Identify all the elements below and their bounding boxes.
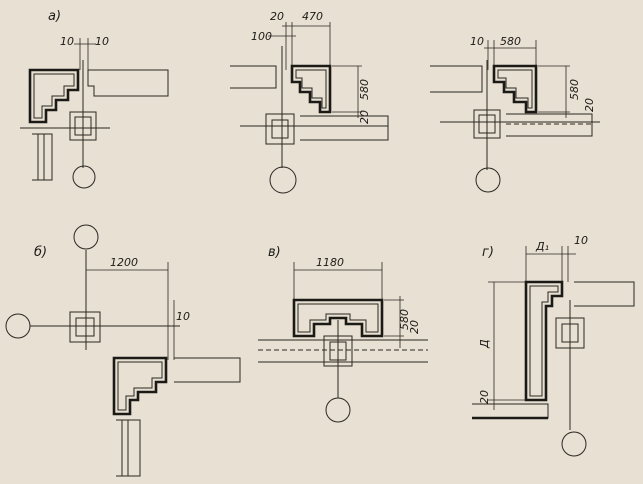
lower-panel-lines: [37, 134, 45, 180]
fig-a-1: а) 10 10: [20, 9, 169, 189]
fig-a-3: 10 580 580 20: [430, 35, 600, 193]
dim-g-10: 10: [574, 234, 588, 247]
corner-block: [112, 356, 168, 416]
axis-marker: [72, 165, 96, 189]
dim-a2-580: 580: [358, 79, 371, 100]
corner-block-inner: [497, 69, 533, 109]
floor-panel: [300, 115, 389, 141]
dim-a2-100: 100: [251, 30, 272, 43]
dim-a2-20b: 20: [358, 110, 371, 124]
axis-marker: [475, 167, 501, 193]
dim-a3-580: 580: [568, 79, 581, 100]
column-block-inner: [529, 285, 559, 397]
axis-marker: [269, 166, 297, 194]
corner-block: [492, 64, 538, 114]
dim-b-10: 10: [176, 310, 190, 323]
lower-panel-lines: [121, 420, 129, 476]
label-g: г): [482, 245, 494, 260]
dim-a1-right: 10: [95, 35, 109, 48]
wall-panel: [87, 69, 169, 97]
column-inner: [75, 317, 95, 337]
dim-g-d1: Д₁: [535, 240, 549, 253]
fig-a-2: 20 470 100 580 20: [230, 10, 389, 194]
column: [265, 113, 295, 145]
label-a: а): [48, 9, 61, 24]
label-b: б): [34, 245, 47, 260]
column: [69, 311, 101, 343]
axis-marker-left: [5, 313, 31, 339]
dim-g-d: Д: [478, 339, 491, 349]
label-v: в): [268, 245, 281, 260]
column-block: [524, 280, 564, 402]
lower-panel: [32, 133, 53, 181]
corner-block-inner: [33, 73, 75, 119]
wall-panel: [430, 65, 483, 93]
dim-v-580: 580: [398, 309, 411, 330]
corner-block-inner: [117, 361, 163, 411]
fig-v: в) 1180 580 20: [258, 245, 428, 423]
column-inner: [271, 119, 289, 139]
dim-b-1200: 1200: [110, 256, 138, 269]
wall-panel: [574, 281, 635, 307]
dim-a2-20: 20: [270, 10, 284, 23]
dim-v-20: 20: [408, 320, 421, 334]
base-slab: [472, 403, 549, 419]
axis-marker: [561, 431, 587, 457]
fig-g: г) Д₁ 10 Д 20: [472, 234, 635, 457]
corner-block: [290, 64, 332, 114]
dim-a3-20: 20: [583, 98, 596, 112]
beam-block: [292, 298, 384, 338]
floor-panel: [506, 113, 593, 137]
dim-a3-580top: 580: [500, 35, 521, 48]
corner-block: [28, 68, 80, 124]
corner-block-inner: [295, 69, 327, 109]
dim-g-20: 20: [478, 390, 491, 404]
axis-marker: [325, 397, 351, 423]
wall-panel: [174, 357, 241, 383]
axis-marker-top: [73, 224, 99, 250]
dim-a2-470: 470: [302, 10, 323, 23]
dim-a3-10: 10: [470, 35, 484, 48]
beam-block-inner: [297, 303, 379, 333]
dim-v-1180: 1180: [316, 256, 344, 269]
dim-a1-left: 10: [60, 35, 74, 48]
wall-panel: [230, 65, 277, 89]
fig-b: б) 1200 10: [5, 224, 241, 477]
floor-panel: [258, 339, 428, 363]
